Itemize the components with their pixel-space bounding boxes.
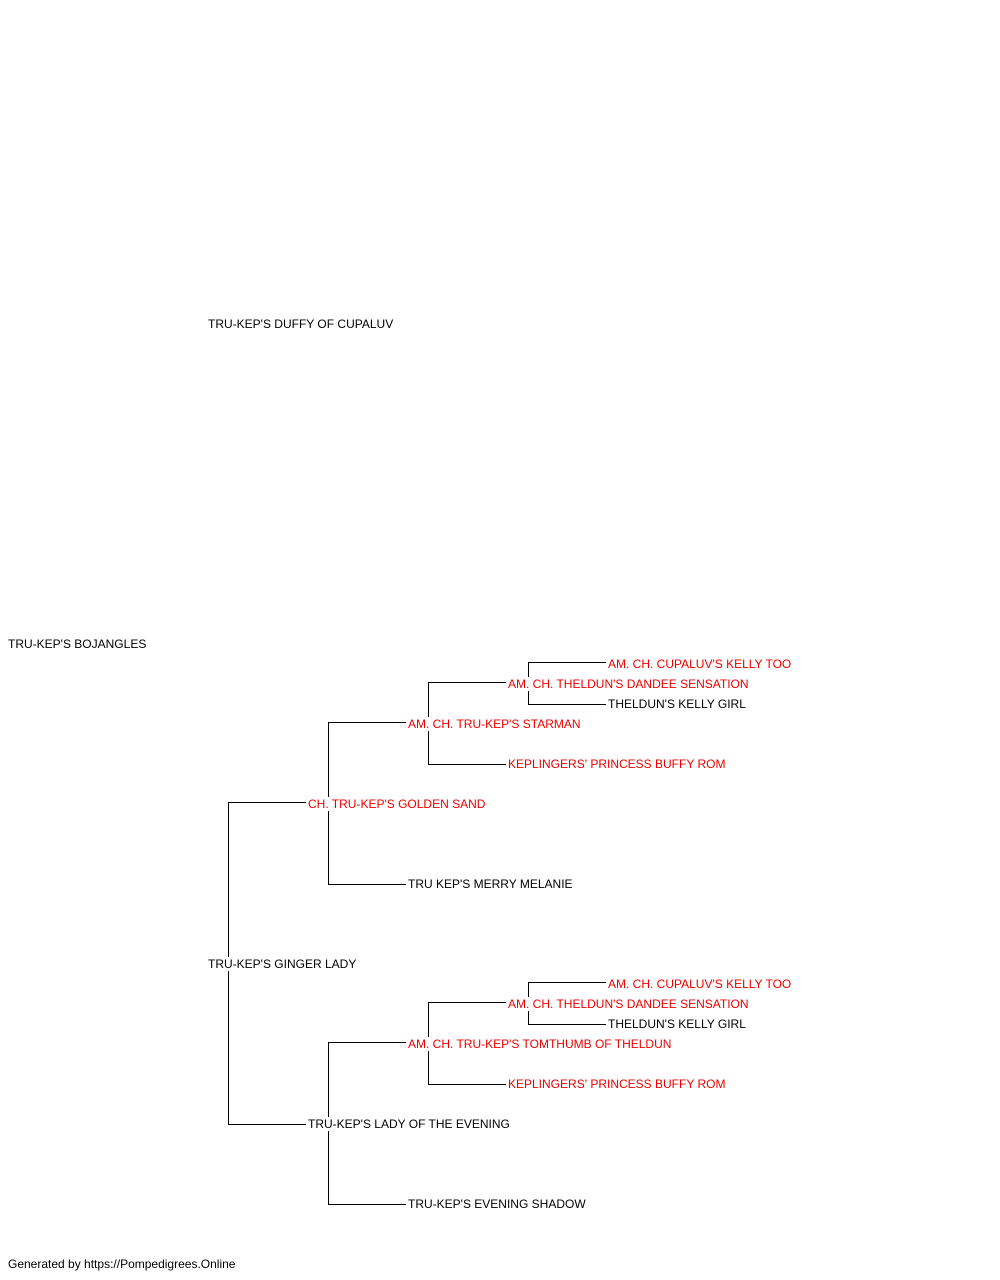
dam-name: TRU-KEP'S GINGER LADY bbox=[207, 957, 358, 971]
dam-dam-sire-sire-name: AM. CH. THELDUN'S DANDEE SENSATION bbox=[507, 997, 750, 1011]
sire-name: TRU-KEP'S DUFFY OF CUPALUV bbox=[207, 317, 395, 331]
connector-golden-sand-sire bbox=[328, 722, 406, 723]
dam-sire-sire-name: AM. CH. TRU-KEP'S STARMAN bbox=[407, 717, 582, 731]
dam-sire-dam-name: TRU KEP'S MERRY MELANIE bbox=[407, 877, 574, 891]
generated-by-footer: Generated by https://Pompedigrees.Online bbox=[8, 1257, 236, 1271]
connector-dam-sire bbox=[228, 802, 306, 803]
dam-dam-sire-sire-dam-name: THELDUN'S KELLY GIRL bbox=[607, 1017, 747, 1031]
dam-sire-sire-sire-sire-name: AM. CH. CUPALUV'S KELLY TOO bbox=[607, 657, 793, 671]
connector-dandee-upper-sire bbox=[528, 662, 606, 663]
dam-dam-name: TRU-KEP'S LADY OF THE EVENING bbox=[307, 1117, 511, 1131]
connector-starman-dam bbox=[428, 764, 506, 765]
dam-sire-sire-sire-dam-name: THELDUN'S KELLY GIRL bbox=[607, 697, 747, 711]
connector-dandee-lower-dam bbox=[528, 1024, 606, 1025]
connector-starman-sire bbox=[428, 682, 506, 683]
dam-sire-name: CH. TRU-KEP'S GOLDEN SAND bbox=[307, 797, 487, 811]
dam-dam-dam-name: TRU-KEP'S EVENING SHADOW bbox=[407, 1197, 587, 1211]
connector-dam-dam bbox=[228, 1124, 306, 1125]
dam-dam-sire-name: AM. CH. TRU-KEP'S TOMTHUMB OF THELDUN bbox=[407, 1037, 673, 1051]
connector-lady-evening-sire bbox=[328, 1042, 406, 1043]
dam-dam-sire-dam-name: KEPLINGERS' PRINCESS BUFFY ROM bbox=[507, 1077, 727, 1091]
dam-sire-sire-dam-name: KEPLINGERS' PRINCESS BUFFY ROM bbox=[507, 757, 727, 771]
subject-name: TRU-KEP'S BOJANGLES bbox=[7, 637, 148, 651]
dam-dam-sire-sire-sire-name: AM. CH. CUPALUV'S KELLY TOO bbox=[607, 977, 793, 991]
connector-tomthumb-dam bbox=[428, 1084, 506, 1085]
dam-sire-sire-sire-name: AM. CH. THELDUN'S DANDEE SENSATION bbox=[507, 677, 750, 691]
connector-dandee-upper-dam bbox=[528, 704, 606, 705]
connector-tomthumb-sire bbox=[428, 1002, 506, 1003]
connector-dandee-lower-sire bbox=[528, 982, 606, 983]
connector-lady-evening-dam bbox=[328, 1204, 406, 1205]
connector-golden-sand-dam bbox=[328, 884, 406, 885]
